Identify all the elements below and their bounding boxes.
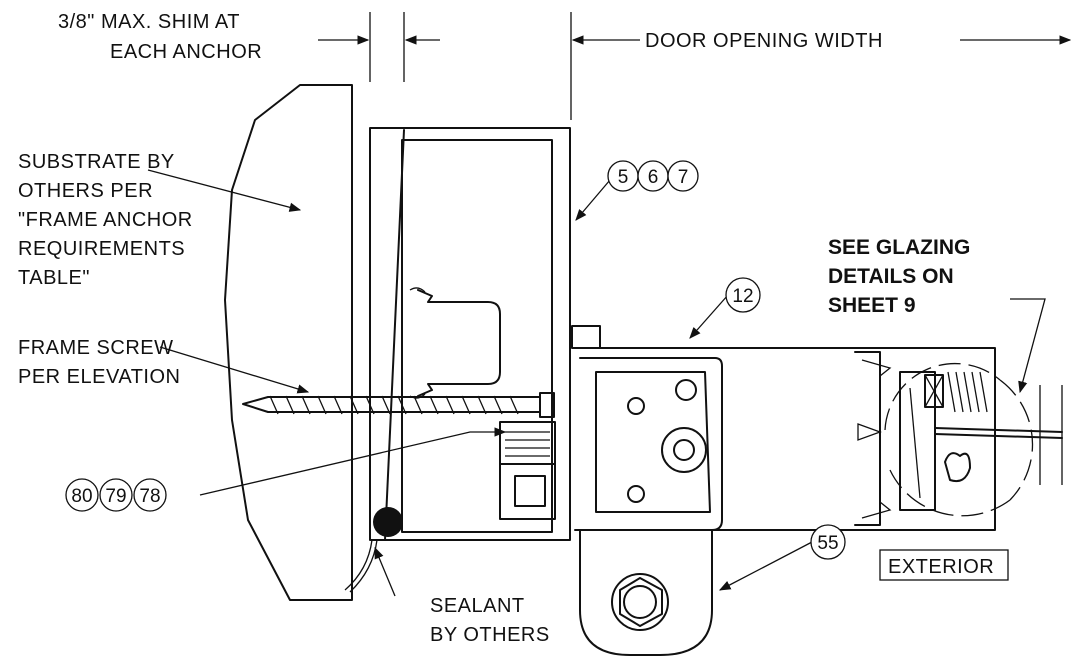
glazing-label-1: SEE GLAZING [828, 236, 970, 259]
bottom-pivot [579, 529, 713, 656]
substrate-wall [224, 84, 353, 601]
door-stile [571, 325, 1063, 531]
substrate-label-1: SUBSTRATE BY [18, 151, 175, 173]
substrate-label-5: TABLE" [18, 267, 90, 289]
shim-dimension [318, 12, 440, 82]
shim-label-line1: 3/8" MAX. SHIM AT [58, 11, 240, 33]
glazing-label-3: SHEET 9 [828, 294, 916, 317]
callout-12-text: 12 [732, 286, 753, 307]
shim-label-line2: EACH ANCHOR [110, 41, 262, 63]
leader-lines [147, 169, 1046, 597]
callout-5: 5 [618, 167, 629, 188]
frame-jamb [369, 127, 571, 541]
screw-label-2: PER ELEVATION [18, 366, 180, 388]
substrate-label-4: REQUIREMENTS [18, 238, 185, 260]
callout-55: 55 [810, 524, 846, 560]
substrate-label-3: "FRAME ANCHOR [18, 209, 193, 231]
exterior-label: EXTERIOR [888, 556, 994, 578]
callout-6: 6 [648, 167, 659, 188]
callout-80: 80 [71, 486, 92, 507]
callout-group-5-6-7: 5 6 7 [607, 160, 699, 192]
sealant-label-1: SEALANT [430, 595, 525, 617]
substrate-label-2: OTHERS PER [18, 180, 153, 202]
exterior-box [879, 549, 1009, 581]
callout-12: 12 [725, 277, 761, 313]
screw-label-1: FRAME SCREW [18, 337, 174, 359]
callout-79: 79 [105, 486, 126, 507]
callout-group-80-79-78: 80 79 78 [65, 478, 167, 512]
sealant-label-2: BY OTHERS [430, 624, 550, 646]
callout-78: 78 [139, 486, 160, 507]
frame-screw [242, 392, 555, 418]
door-opening-dimension [570, 12, 1072, 120]
door-opening-label: DOOR OPENING WIDTH [645, 30, 883, 52]
glazing-label-2: DETAILS ON [828, 265, 954, 288]
callout-55-text: 55 [817, 533, 838, 554]
pivot-plate [579, 357, 723, 531]
callout-7: 7 [678, 167, 689, 188]
sealant-bead [344, 507, 403, 593]
